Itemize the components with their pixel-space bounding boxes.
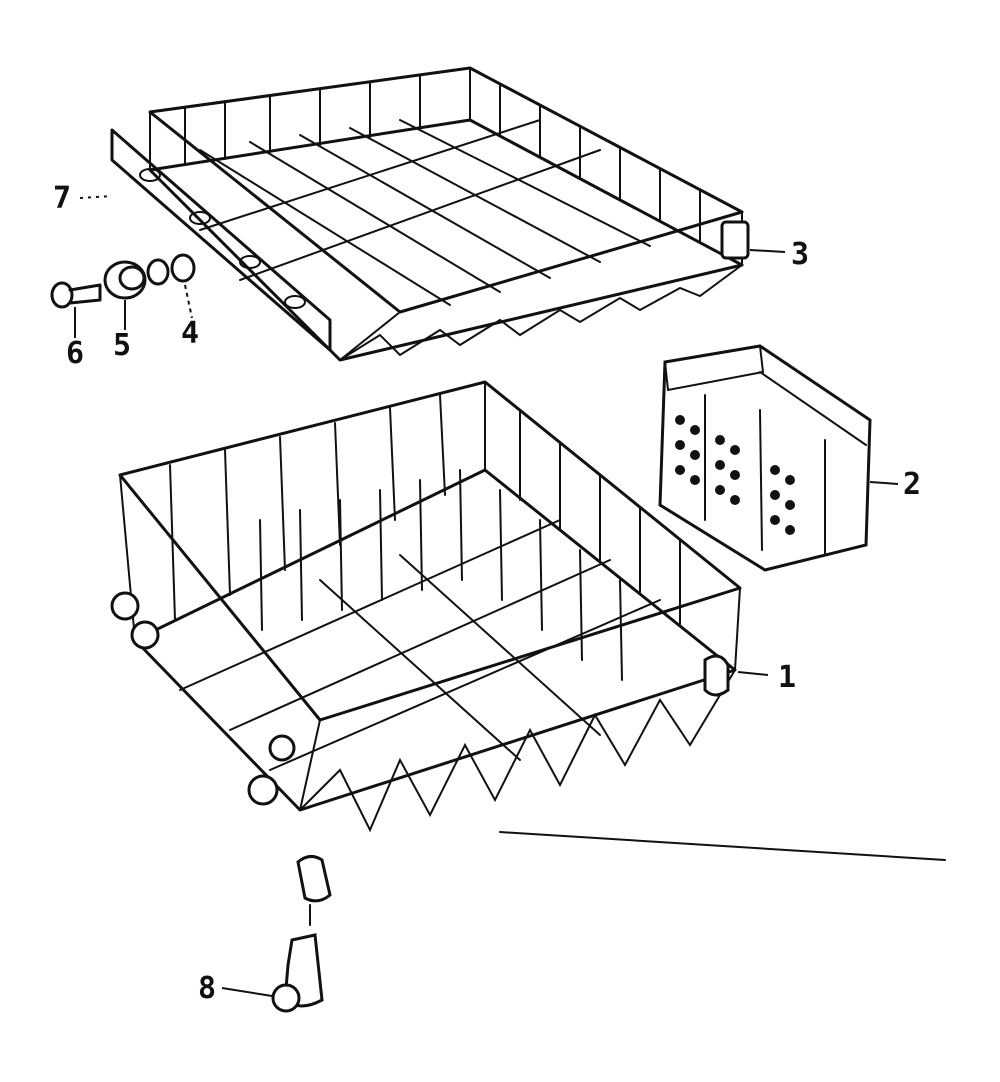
callout-1: 1 [778, 660, 796, 695]
screw [50, 281, 102, 309]
lower-roller-assembly [271, 855, 332, 1013]
callout-5: 5 [113, 328, 131, 363]
roller [103, 260, 147, 300]
roller-hardware [50, 253, 196, 309]
callout-7: 7 [53, 181, 71, 216]
washers [146, 253, 196, 286]
lower-rack-wheels [110, 591, 296, 806]
callout-6: 6 [66, 336, 84, 371]
callout-4: 4 [181, 316, 199, 351]
cutlery-basket [658, 344, 872, 572]
upper-rack [110, 66, 750, 362]
leader-lines [74, 195, 899, 997]
lower-rack [110, 380, 742, 833]
callout-2: 2 [903, 467, 921, 502]
callout-3: 3 [791, 237, 809, 272]
callout-8: 8 [198, 971, 216, 1006]
